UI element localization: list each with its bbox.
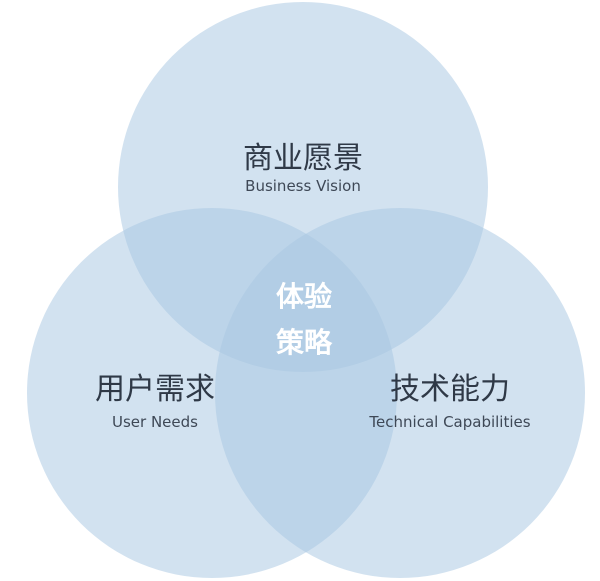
user-needs-subtitle: User Needs bbox=[112, 413, 198, 431]
business-vision-title: 商业愿景 bbox=[243, 141, 363, 176]
technical-capabilities-circle bbox=[215, 208, 585, 578]
experience-strategy-line1: 体验 bbox=[276, 280, 332, 313]
technical-capabilities-subtitle: Technical Capabilities bbox=[368, 413, 530, 431]
experience-strategy-line2: 策略 bbox=[276, 326, 333, 359]
user-needs-title: 用户需求 bbox=[95, 372, 215, 407]
business-vision-subtitle: Business Vision bbox=[245, 177, 361, 195]
technical-capabilities-title: 技术能力 bbox=[390, 372, 510, 407]
